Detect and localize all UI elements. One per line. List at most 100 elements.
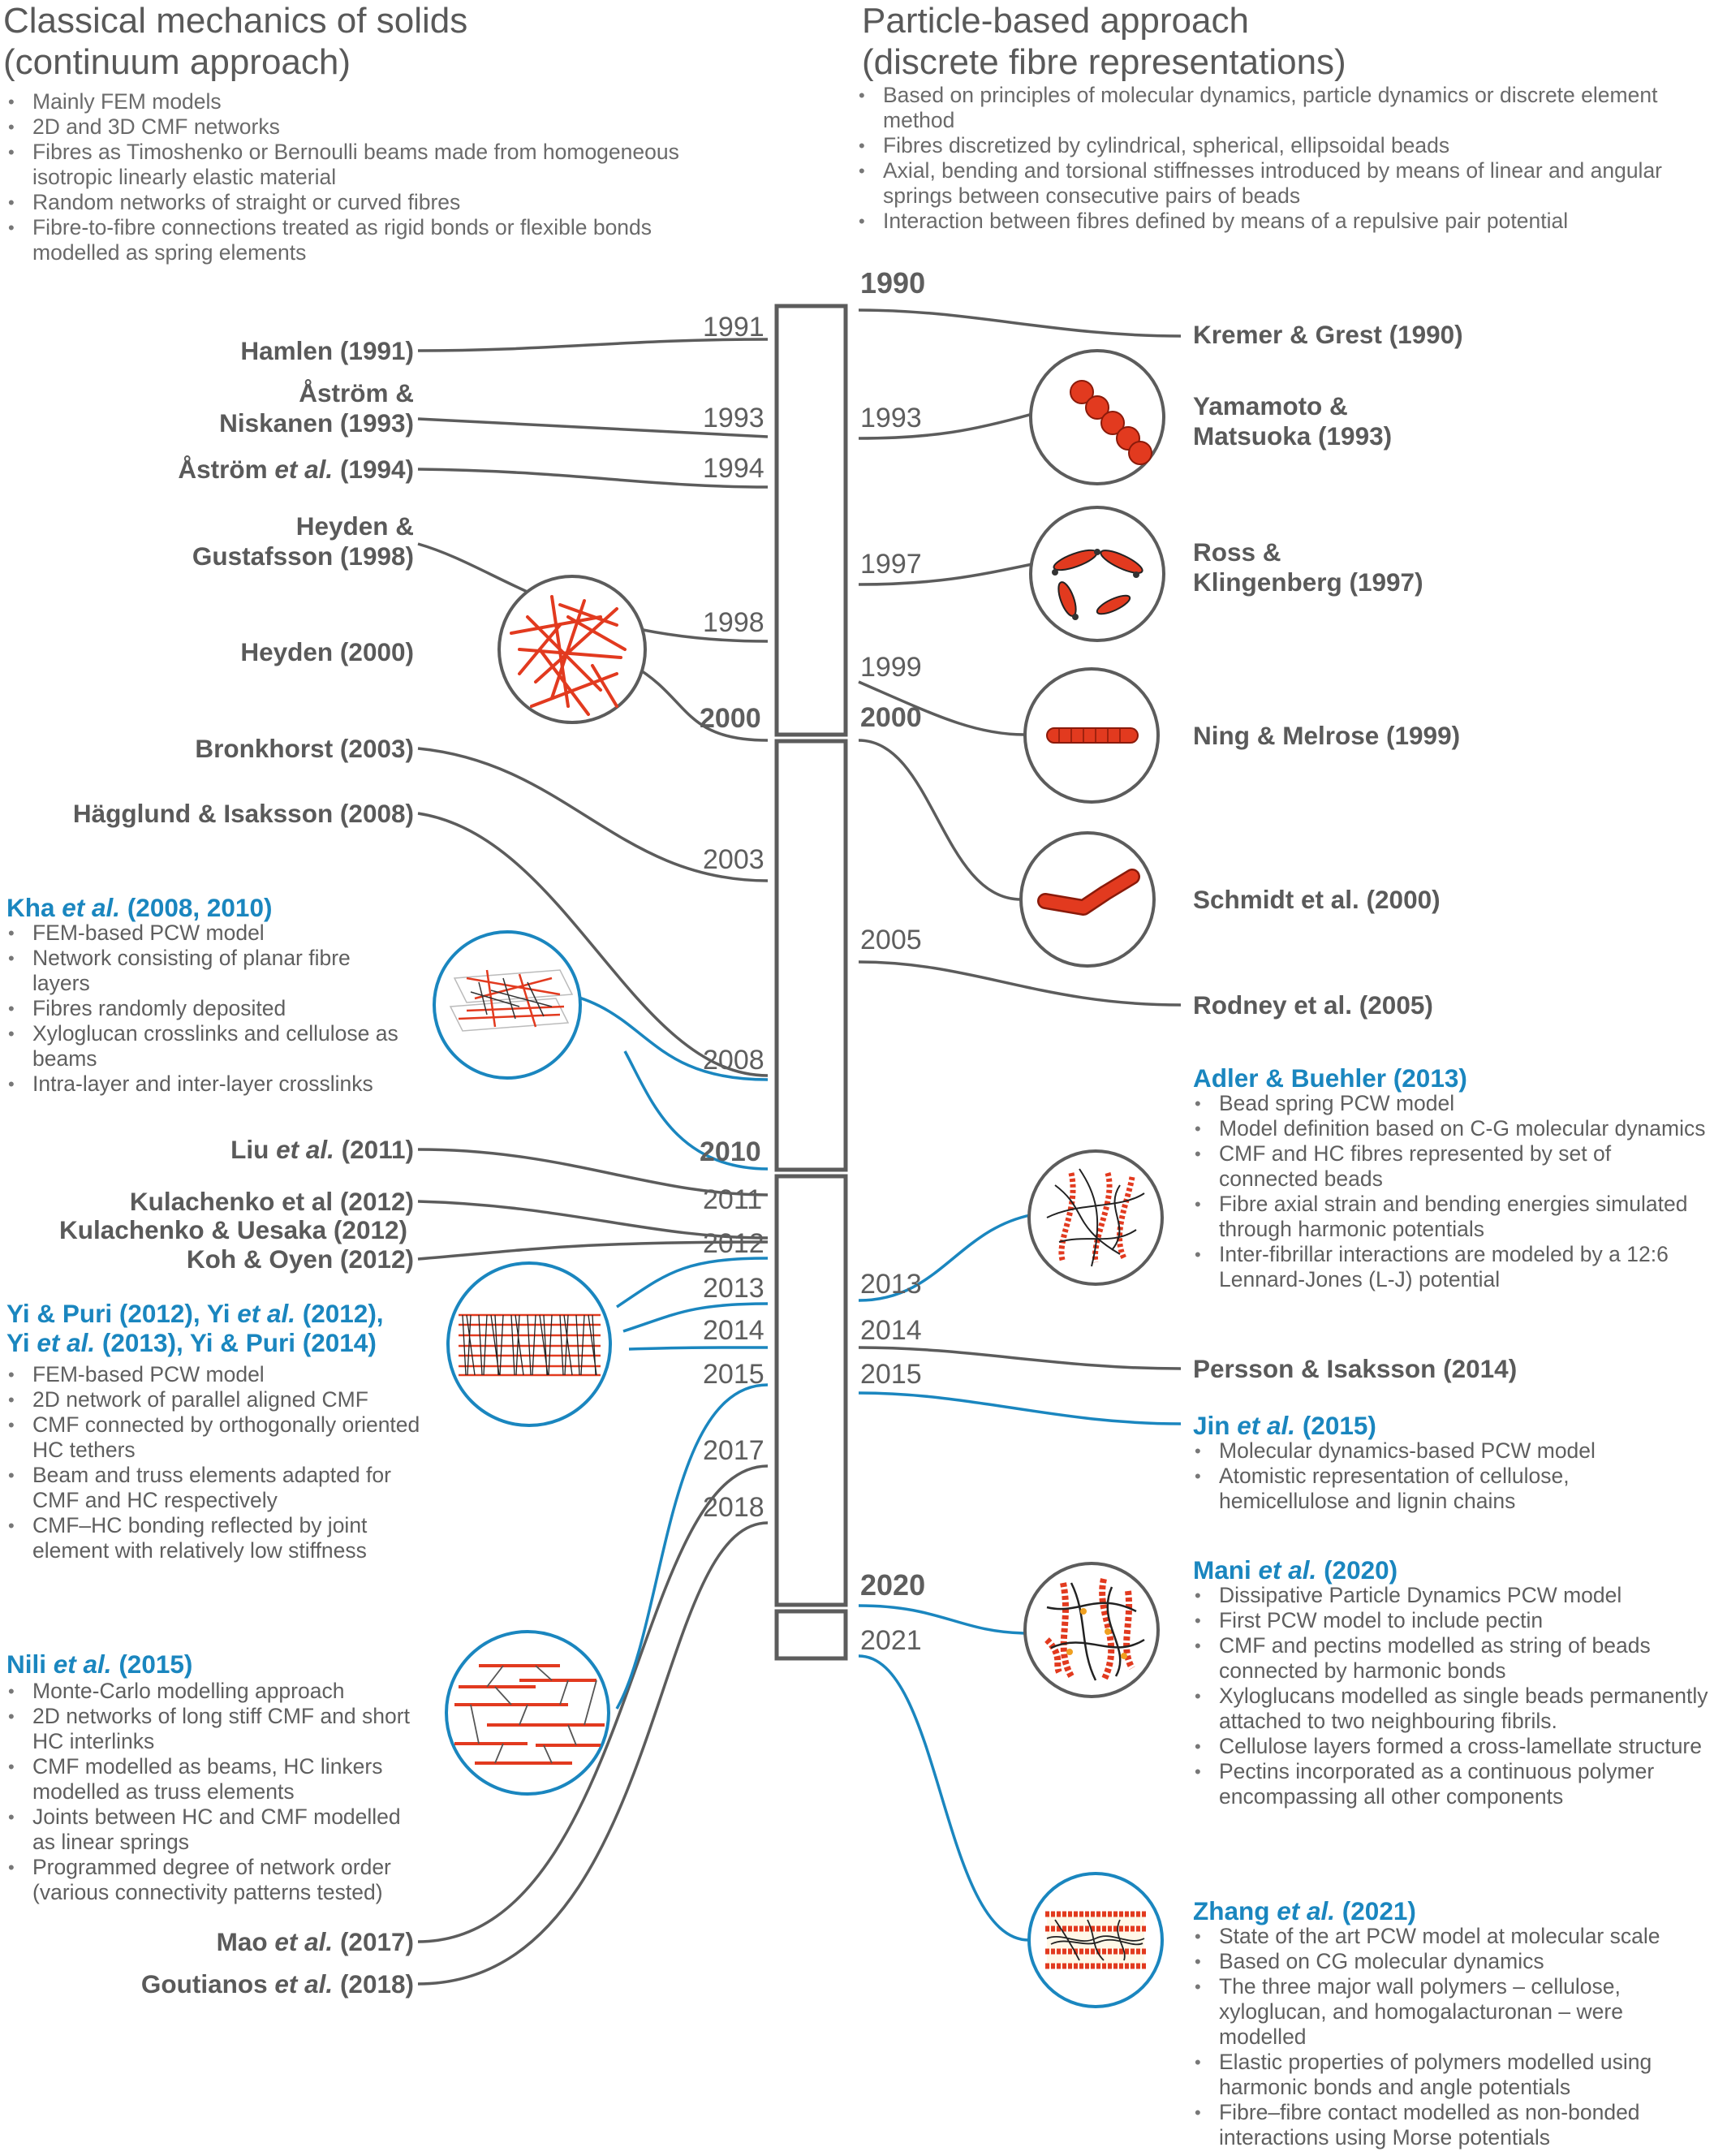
ref-et-al: et al. bbox=[274, 1927, 334, 1956]
left-year-1991: 1991 bbox=[703, 312, 764, 343]
yamamoto-bead-chain-illustration bbox=[1029, 349, 1165, 485]
ref-heyden-gustafsson: Heyden & Gustafsson (1998) bbox=[192, 511, 414, 571]
mani-bullet: Cellulose layers formed a cross-lamellat… bbox=[1195, 1734, 1726, 1759]
mani-bullet: CMF and pectins modelled as string of be… bbox=[1195, 1633, 1726, 1684]
left-year-2017: 2017 bbox=[703, 1435, 764, 1466]
ref-text: (2013), Yi & Puri (2014) bbox=[95, 1328, 377, 1357]
right-year-2020: 2020 bbox=[860, 1568, 926, 1602]
ref-text: (2018) bbox=[333, 1969, 414, 1999]
timeline-block-2000s bbox=[774, 739, 848, 1172]
zhang-cg-md-illustration bbox=[1027, 1872, 1164, 2008]
ref-goutianos: Goutianos et al. (2018) bbox=[141, 1969, 414, 1999]
connector-astrom-1994 bbox=[417, 468, 769, 489]
ref-text: Yi & Puri (2012), Yi bbox=[6, 1299, 238, 1328]
ref-liu: Liu et al. (2011) bbox=[230, 1135, 414, 1165]
connector-kha-2010 bbox=[623, 1050, 769, 1171]
connector-kulachenko bbox=[417, 1200, 769, 1240]
mani-dpd-illustration bbox=[1023, 1562, 1160, 1698]
connector-kremer bbox=[858, 308, 1182, 338]
adler-bullet: CMF and HC fibres represented by set of … bbox=[1195, 1141, 1714, 1192]
adler-bullet: Fibre axial strain and bending energies … bbox=[1195, 1192, 1714, 1242]
connector-yamamoto bbox=[858, 412, 1033, 440]
ref-text: Goutianos bbox=[140, 1969, 275, 1999]
left-year-1998: 1998 bbox=[703, 607, 764, 638]
yi-bullets: FEM-based PCW model 2D network of parall… bbox=[8, 1362, 430, 1563]
adler-bullet: Model definition based on C-G molecular … bbox=[1195, 1116, 1714, 1141]
timeline-block-2020s bbox=[774, 1609, 848, 1661]
ref-text: Mao bbox=[216, 1927, 275, 1956]
mani-bullet: Dissipative Particle Dynamics PCW model bbox=[1195, 1583, 1726, 1608]
ref-et-al: et al. bbox=[1237, 1411, 1296, 1440]
ref-text: (1994) bbox=[333, 455, 414, 484]
connector-schmidt bbox=[858, 739, 1022, 901]
left-grey-connectors bbox=[417, 338, 769, 1986]
ref-ross-line2: Klingenberg (1997) bbox=[1193, 567, 1423, 597]
left-year-2008: 2008 bbox=[703, 1045, 764, 1076]
left-header-bullet: Random networks of straight or curved fi… bbox=[8, 190, 730, 215]
connector-koh bbox=[417, 1240, 769, 1261]
ref-text: (2015) bbox=[1295, 1411, 1376, 1440]
ref-text: (2012), bbox=[295, 1299, 384, 1328]
kha-bullet: Xyloglucan crosslinks and cellulose as b… bbox=[8, 1021, 406, 1072]
ref-text: (2021) bbox=[1335, 1896, 1416, 1925]
ref-heyden-line1: Heyden & bbox=[295, 511, 414, 541]
kha-bullet: Fibres randomly deposited bbox=[8, 996, 406, 1021]
connector-yi-2013 bbox=[616, 1257, 769, 1309]
connector-ross bbox=[858, 563, 1033, 586]
connector-jin bbox=[858, 1391, 1182, 1425]
ref-astrom-et-al: Åström et al. (1994) bbox=[178, 455, 414, 485]
left-header-bullet: 2D and 3D CMF networks bbox=[8, 114, 730, 140]
connector-hamlen bbox=[417, 338, 769, 352]
right-year-2013: 2013 bbox=[860, 1269, 922, 1300]
right-blue-connectors bbox=[858, 1212, 1182, 1942]
ref-text: Jin bbox=[1193, 1411, 1238, 1440]
ref-kulachenko-uesaka: Kulachenko & Uesaka (2012) bbox=[59, 1215, 407, 1244]
left-year-2013: 2013 bbox=[703, 1273, 764, 1304]
ref-text: (2020) bbox=[1316, 1555, 1398, 1585]
left-header-bullet: Fibres as Timoshenko or Bernoulli beams … bbox=[8, 140, 730, 190]
connector-ning bbox=[858, 680, 1025, 736]
ref-text: Zhang bbox=[1193, 1896, 1277, 1925]
adler-bullet: Inter-fibrillar interactions are modeled… bbox=[1195, 1242, 1714, 1292]
yi-bullet: CMF–HC bonding reflected by joint elemen… bbox=[8, 1513, 430, 1563]
jin-bullet: Atomistic representation of cellulose, h… bbox=[1195, 1464, 1649, 1514]
mani-bullet: Xyloglucans modelled as single beads per… bbox=[1195, 1684, 1726, 1734]
kha-bullets: FEM-based PCW model Network consisting o… bbox=[8, 921, 406, 1097]
timeline-block-1990s bbox=[774, 304, 848, 737]
ref-heyden-line2: Gustafsson (1998) bbox=[192, 541, 414, 571]
ref-bronkhorst: Bronkhorst (2003) bbox=[195, 734, 414, 763]
ref-text: (2015) bbox=[111, 1649, 193, 1679]
nili-bullet: Joints between HC and CMF modelled as li… bbox=[8, 1805, 422, 1855]
left-header-bullet: Mainly FEM models bbox=[8, 89, 730, 114]
left-title-line2: (continuum approach) bbox=[3, 42, 351, 83]
kha-layered-network-illustration bbox=[433, 930, 582, 1080]
ref-yamamoto-line1: Yamamoto & bbox=[1193, 391, 1348, 420]
connector-persson bbox=[858, 1346, 1182, 1370]
connector-rodney bbox=[858, 960, 1182, 1007]
left-year-2010: 2010 bbox=[700, 1136, 761, 1167]
ref-text: (2008, 2010) bbox=[120, 893, 273, 922]
ref-ning-melrose: Ning & Melrose (1999) bbox=[1193, 721, 1461, 750]
connector-goutianos bbox=[417, 1521, 769, 1986]
right-year-1993: 1993 bbox=[860, 403, 922, 433]
right-header-bullet: Axial, bending and torsional stiffnesses… bbox=[859, 158, 1670, 209]
nili-bullet: 2D networks of long stiff CMF and short … bbox=[8, 1704, 422, 1754]
ref-yamamoto-line2: Matsuoka (1993) bbox=[1193, 421, 1393, 451]
connector-hagglund bbox=[417, 812, 769, 1077]
ref-et-al: et al. bbox=[274, 455, 334, 484]
ref-text: (2011) bbox=[334, 1135, 414, 1164]
left-blue-connectors bbox=[567, 993, 769, 1710]
yi-bullet: 2D network of parallel aligned CMF bbox=[8, 1387, 430, 1412]
connector-kha-2008 bbox=[567, 993, 769, 1081]
ref-heyden-2000: Heyden (2000) bbox=[240, 637, 414, 666]
ref-hamlen: Hamlen (1991) bbox=[240, 336, 414, 365]
ref-text: (2017) bbox=[333, 1927, 414, 1956]
mani-bullet: First PCW model to include pectin bbox=[1195, 1608, 1726, 1633]
nili-bullets: Monte-Carlo modelling approach 2D networ… bbox=[8, 1679, 422, 1905]
left-year-2014: 2014 bbox=[703, 1315, 764, 1346]
right-header-bullet: Interaction between fibres defined by me… bbox=[859, 209, 1670, 234]
jin-bullets: Molecular dynamics-based PCW model Atomi… bbox=[1195, 1438, 1649, 1514]
left-title-line1: Classical mechanics of solids bbox=[3, 1, 468, 41]
